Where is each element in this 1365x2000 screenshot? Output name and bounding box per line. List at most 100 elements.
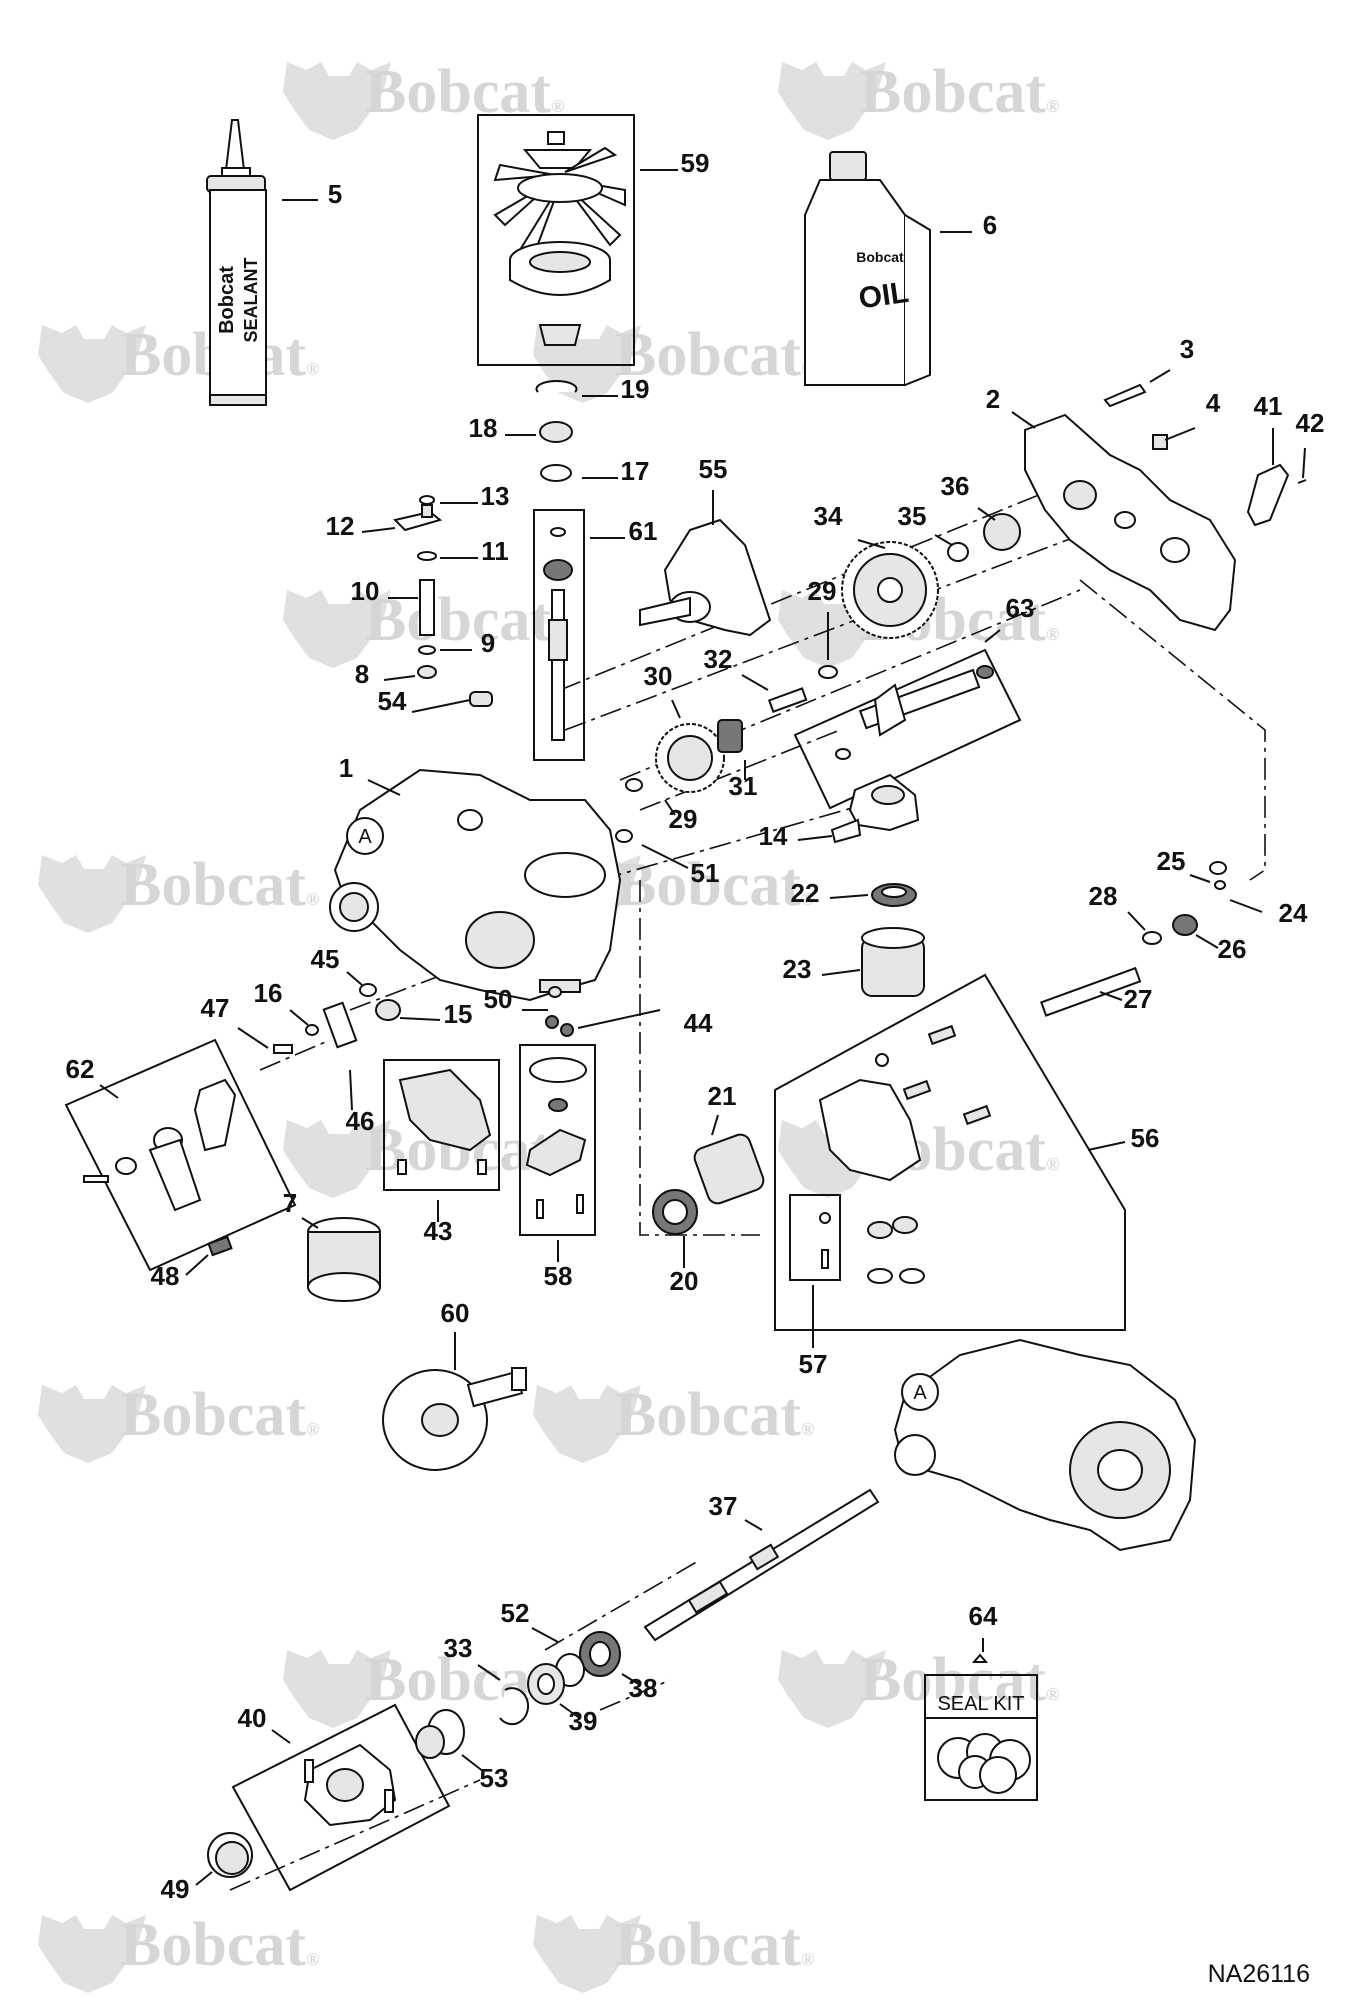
leader-line-c15: [399, 1017, 441, 1021]
watermark-registered-mark: ®: [551, 96, 564, 116]
bobcat-watermark-logo-icon: [778, 62, 886, 140]
leader-line-c46: [349, 1069, 353, 1111]
leader-line-c45: [346, 971, 363, 986]
callout-c14: 14: [759, 821, 788, 851]
sealant-brand-label: Bobcat: [216, 266, 238, 334]
callout-c57: 57: [799, 1349, 828, 1379]
bobcat-watermark-text: Bobcat®: [120, 1381, 319, 1449]
bobcat-watermark: Bobcat®: [283, 586, 564, 668]
callout-c38: 38: [629, 1673, 658, 1703]
center-section-kit: [774, 973, 1126, 1331]
callout-c63: 63: [1006, 593, 1035, 623]
callout-c22: 22: [791, 878, 820, 908]
callout-c16: 16: [254, 978, 283, 1008]
view-a-label: A: [358, 826, 372, 848]
sealant-tube: Bobcat SEALANT: [206, 119, 267, 406]
bobcat-watermark-text: Bobcat®: [615, 1381, 814, 1449]
callout-c43: 43: [424, 1216, 453, 1246]
leader-line-c29b: [664, 799, 676, 816]
leader-line-c27: [1099, 991, 1123, 1001]
watermark-registered-mark: ®: [801, 889, 814, 909]
bobcat-watermark: Bobcat®: [283, 1646, 564, 1728]
sealant-product-label: SEALANT: [241, 257, 261, 342]
callout-c21: 21: [708, 1081, 737, 1111]
watermark-registered-mark: ®: [1046, 1154, 1059, 1174]
callout-c29a: 29: [808, 576, 837, 606]
callout-c54: 54: [378, 686, 407, 716]
transaxle-housing: A: [329, 768, 622, 1002]
leader-line-c39: [559, 1703, 579, 1718]
watermark-registered-mark: ®: [801, 1949, 814, 1969]
leader-line-c52: [531, 1627, 559, 1643]
callout-c31: 31: [729, 771, 758, 801]
callout-c4: 4: [1206, 388, 1221, 418]
bobcat-watermark-logo-icon: [533, 1915, 641, 1993]
callout-c64: 64: [969, 1601, 998, 1631]
leader-line-c30: [671, 699, 681, 719]
bobcat-watermark-text: Bobcat®: [615, 1911, 814, 1979]
view-a-marker: [346, 817, 384, 855]
callout-c48: 48: [151, 1261, 180, 1291]
oil-brand-label: Bobcat: [856, 249, 904, 265]
leader-line-c25: [1189, 874, 1211, 883]
seal-kit-label: SEAL KIT: [937, 1693, 1024, 1715]
callout-c26: 26: [1218, 934, 1247, 964]
bobcat-watermark-logo-icon: [283, 1120, 391, 1198]
callout-c55: 55: [699, 454, 728, 484]
seal-kit-bag: [924, 1674, 1038, 1801]
bobcat-watermark-logo-icon: [283, 1650, 391, 1728]
brake-lever-kit: [64, 1038, 297, 1272]
bobcat-watermark-logo-icon: [283, 62, 391, 140]
leader-line-c21: [711, 1114, 719, 1136]
callout-c36: 36: [941, 471, 970, 501]
guard-kit: [383, 1059, 500, 1191]
leader-line-c36: [977, 507, 996, 521]
axle-bearings: [499, 1631, 621, 1726]
callout-c15: 15: [444, 999, 473, 1029]
callout-c19: 19: [621, 374, 650, 404]
oil-product-label: OIL: [857, 276, 911, 316]
callout-c52: 52: [501, 1598, 530, 1628]
callout-c62: 62: [66, 1054, 95, 1084]
watermark-registered-mark: ®: [1046, 624, 1059, 644]
oil-filter: [307, 1217, 381, 1302]
leader-line-c4: [1164, 427, 1196, 441]
shaft-hardware-stack: [393, 495, 493, 707]
bobcat-watermark-text: Bobcat®: [860, 1646, 1059, 1714]
bobcat-watermark-text: Bobcat®: [120, 1911, 319, 1979]
callout-c11: 11: [481, 536, 509, 566]
callout-c1: 1: [339, 753, 353, 783]
callout-c29b: 29: [669, 804, 698, 834]
bobcat-watermark-logo-icon: [533, 1385, 641, 1463]
leader-line-c63: [984, 629, 1001, 643]
callout-c7: 7: [283, 1188, 297, 1218]
gear-assembly: [841, 513, 1021, 639]
callout-c18: 18: [469, 413, 498, 443]
callout-c28: 28: [1089, 881, 1118, 911]
callout-c10: 10: [351, 576, 380, 606]
callout-c35: 35: [898, 501, 927, 531]
bobcat-watermark-text: Bobcat®: [860, 58, 1059, 126]
callout-c9: 9: [481, 628, 495, 658]
bobcat-watermark-logo-icon: [778, 1650, 886, 1728]
bobcat-watermark: Bobcat®: [533, 1381, 814, 1463]
watermark-registered-mark: ®: [306, 1419, 319, 1439]
view-a-marker-lower: [901, 1373, 939, 1411]
watermark-registered-mark: ®: [306, 889, 319, 909]
seal-kit: SEAL KIT: [924, 1653, 1038, 1801]
callout-c2: 2: [986, 384, 1000, 414]
leader-line-c12: [361, 527, 396, 533]
leader-line-c53: [461, 1754, 485, 1773]
callout-c24: 24: [1279, 898, 1308, 928]
bobcat-watermark: Bobcat®: [38, 851, 319, 933]
callout-c45: 45: [311, 944, 340, 974]
leader-lines: [99, 169, 1306, 1886]
leader-line-c37: [744, 1519, 763, 1531]
leader-line-c1: [367, 779, 401, 796]
callout-c33: 33: [444, 1633, 473, 1663]
leader-line-c16: [289, 1009, 309, 1026]
input-shaft-kit: [533, 509, 585, 761]
leader-line-c42: [1302, 447, 1306, 479]
wheel-hub-kit: [207, 1703, 465, 1892]
